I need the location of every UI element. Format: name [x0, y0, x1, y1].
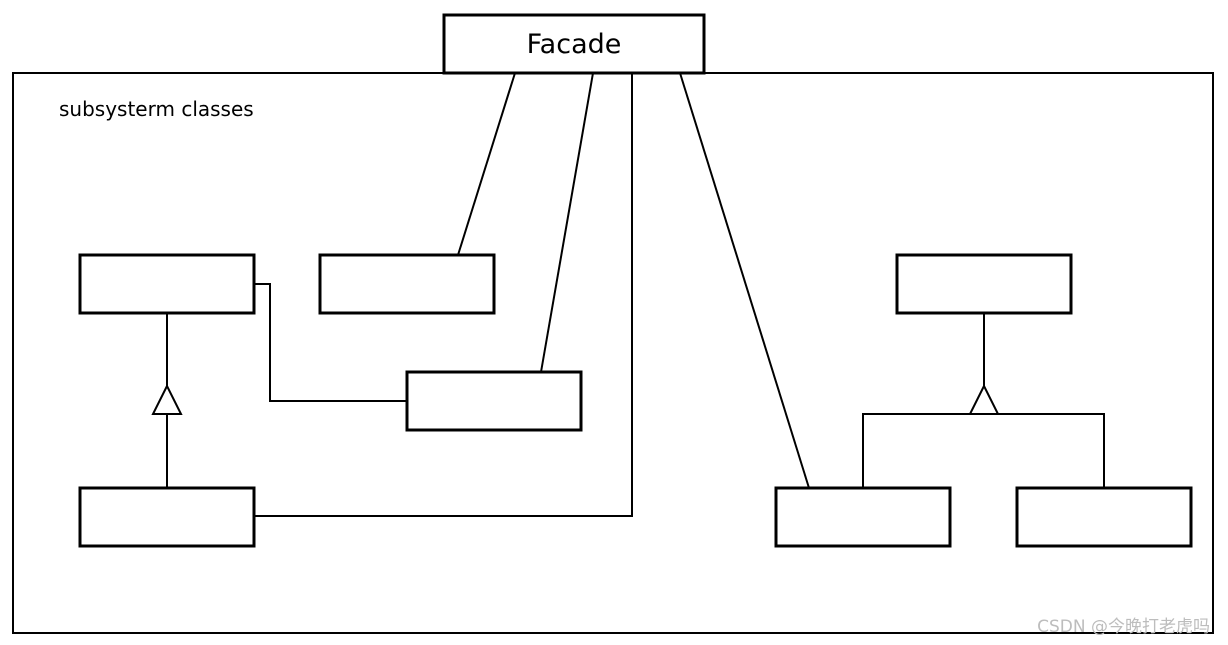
facade-to-middle-link: [540, 72, 594, 373]
left-inheritance-triangle: [151, 383, 183, 415]
facade-to-top-middle-link: [457, 72, 516, 256]
right-inheritance-branch: [862, 413, 1105, 488]
class-box-top-right: [895, 253, 1073, 315]
facade-to-bottom-right-link: [679, 72, 810, 489]
class-box-bottom-left: [78, 486, 256, 548]
class-box-bottom-right-a: [774, 486, 952, 548]
facade-class-box: [442, 13, 706, 75]
subsystem-frame: [12, 72, 1214, 634]
facade-label: Facade: [527, 29, 622, 60]
right-inheritance-triangle: [968, 383, 1000, 415]
class-box-middle: [405, 370, 583, 432]
class-box-top-middle: [318, 253, 496, 315]
top-left-to-middle-link: [254, 283, 407, 402]
class-box-top-left: [78, 253, 256, 315]
facade-to-bottom-left-link: [254, 73, 633, 517]
subsystem-label: subsysterm classes: [59, 97, 254, 121]
watermark-text: CSDN @今晚打老虎吗: [1037, 617, 1210, 637]
class-box-bottom-right-b: [1015, 486, 1193, 548]
